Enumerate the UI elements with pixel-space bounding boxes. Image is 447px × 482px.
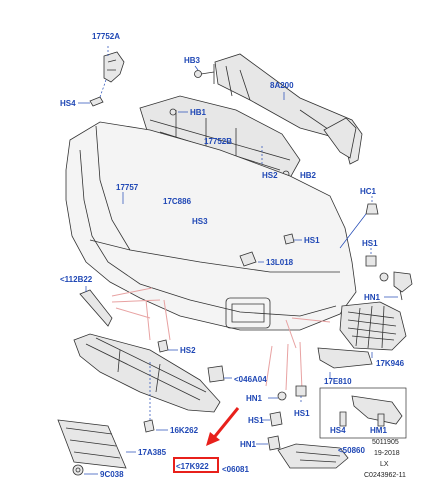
label-hm1: HM1 — [370, 426, 387, 435]
label-17k922: <17K922 — [176, 462, 209, 471]
fastener-hs4-top — [89, 96, 104, 107]
label-hs3: HS3 — [192, 217, 208, 226]
sensor-bracket-right — [379, 271, 413, 301]
clip-hs2-mid — [157, 339, 169, 353]
label-hs2-top: HS2 — [262, 171, 278, 180]
bracket-112b22 — [79, 289, 113, 327]
plug-13l018 — [239, 251, 257, 267]
reference-lines — [111, 287, 331, 391]
lower-lip-panel — [73, 333, 221, 413]
label-9c038: 9C038 — [100, 470, 124, 479]
label-17757: 17757 — [116, 183, 139, 192]
crash-beam-8a200 — [213, 53, 363, 165]
inset-box — [319, 387, 407, 439]
label-50860: <50860 — [338, 446, 365, 455]
plug-046a04 — [207, 365, 225, 383]
label-hn1-low: HN1 — [240, 440, 257, 449]
label-06081: <06081 — [222, 465, 249, 474]
label-046a04: <046A04 — [234, 375, 267, 384]
bumper-cover-17757 — [65, 121, 357, 331]
clip-hs1-c — [295, 385, 307, 397]
label-17752b: 17752B — [204, 137, 232, 146]
clip-hs1-a — [283, 233, 295, 245]
clip-hn1-mid — [277, 391, 287, 401]
bracket-17752a — [103, 51, 125, 83]
nut-9c038 — [72, 464, 84, 476]
skid-plate-06081 — [277, 443, 349, 469]
label-16k262: 16K262 — [170, 426, 199, 435]
label-hs1-d: HS1 — [248, 416, 264, 425]
highlight-arrow — [206, 407, 240, 446]
label-hs1-c: HS1 — [294, 409, 310, 418]
label-hc1: HC1 — [360, 187, 377, 196]
label-13l018: 13L018 — [266, 258, 294, 267]
bolt-hb3 — [194, 70, 215, 78]
label-hs4-top: HS4 — [60, 99, 76, 108]
label-hn1-mid: HN1 — [246, 394, 263, 403]
clip-hs1-b — [365, 255, 377, 267]
clip-hc1 — [365, 203, 379, 215]
trim-17e810 — [317, 347, 373, 369]
label-17c886: 17C886 — [163, 197, 192, 206]
label-17a385: 17A385 — [138, 448, 167, 457]
label-17752a: 17752A — [92, 32, 120, 41]
label-17e810: 17E810 — [324, 377, 352, 386]
license-plate-17a385 — [57, 419, 127, 469]
label-hb2: HB2 — [300, 171, 317, 180]
info-line-3: LX — [380, 461, 389, 468]
label-hs1-a: HS1 — [304, 236, 320, 245]
grille-17k946 — [339, 301, 407, 351]
info-line-4: C0243962-11 — [364, 472, 406, 479]
label-hs4-box: HS4 — [330, 426, 346, 435]
highlight-box-17k922 — [173, 457, 219, 473]
label-17k946: 17K946 — [376, 359, 405, 368]
label-hs2-mid: HS2 — [180, 346, 196, 355]
info-line-1: 5011905 — [372, 439, 399, 446]
label-hb1: HB1 — [190, 108, 207, 117]
info-line-2: 19-2018 — [374, 450, 400, 457]
label-112b22: <112B22 — [60, 275, 93, 284]
clip-hs1-d — [269, 411, 283, 427]
label-hb3: HB3 — [184, 56, 201, 65]
clip-hn1-low — [267, 435, 281, 451]
clip-16k262 — [143, 419, 155, 433]
label-hn1-right: HN1 — [364, 293, 381, 302]
label-8a200: 8A200 — [270, 81, 294, 90]
label-hs1-b: HS1 — [362, 239, 378, 248]
